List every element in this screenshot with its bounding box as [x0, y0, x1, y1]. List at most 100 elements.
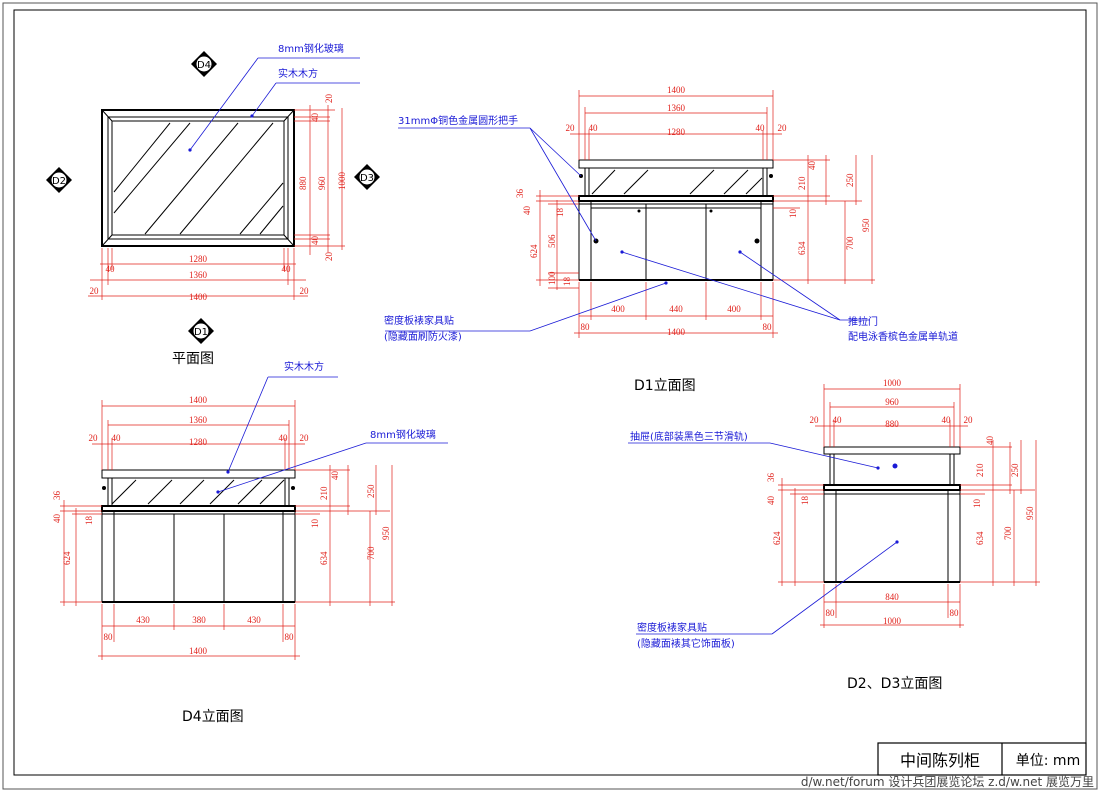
d1-dim-b1400: 1400: [667, 327, 686, 337]
d1-dim-r700: 700: [845, 236, 855, 250]
d4-dim-b430b: 430: [247, 615, 261, 625]
svg-text:D3: D3: [360, 173, 374, 184]
d1-dim-b400b: 400: [727, 304, 741, 314]
d23-note-mdf-hidden: (隐藏面裱其它饰面板): [637, 637, 735, 650]
d23-dim-b80a: 80: [826, 608, 836, 618]
plan-dim-h40a: 40: [310, 113, 320, 123]
d1-dim-l100: 100: [547, 271, 557, 285]
d1-note-handle: 31mmΦ铜色金属圆形把手: [398, 114, 518, 127]
d23-dim-l624: 624: [772, 531, 782, 545]
d1-dim-t1400: 1400: [667, 85, 686, 95]
marker-d3: D3: [354, 164, 380, 190]
d23-dim-l40: 40: [766, 496, 776, 506]
d23-dim-t20a: 20: [810, 415, 820, 425]
marker-d1: D1: [188, 318, 214, 344]
d23-dim-t20b: 20: [964, 415, 974, 425]
d23-dim-r250: 250: [1010, 463, 1020, 477]
d23-dim-t40a: 40: [833, 415, 843, 425]
d4-dim-t1360: 1360: [189, 415, 208, 425]
d4-dim-t1400: 1400: [189, 395, 208, 405]
d4-dim-r950: 950: [381, 526, 391, 540]
d23-dim-b80b: 80: [950, 608, 960, 618]
plan-dim-40a: 40: [106, 264, 116, 274]
d4-dim-r210: 210: [319, 486, 329, 500]
d23-dim-r40: 40: [985, 436, 995, 446]
d4-dim-l624: 624: [62, 551, 72, 565]
d1-dim-b80a: 80: [581, 322, 591, 332]
d23-elevation: 1000 960 20 40 880 40 20 36 40 18 624 40…: [628, 378, 1040, 692]
unit-label: 单位: mm: [1016, 753, 1080, 769]
d1-dim-r210: 210: [797, 176, 807, 190]
d1-dim-l624: 624: [529, 244, 539, 258]
plan-dim-h20a: 20: [324, 94, 334, 104]
d23-dim-b1000: 1000: [883, 616, 902, 626]
d4-dim-t40b: 40: [279, 433, 289, 443]
plan-dim-1360: 1360: [189, 270, 208, 280]
d4-dim-t20b: 20: [300, 433, 310, 443]
d23-dim-r634: 634: [975, 531, 985, 545]
d1-dim-l18b: 18: [562, 277, 572, 287]
plan-dim-h40b: 40: [310, 236, 320, 246]
d4-note-glass: 8mm钢化玻璃: [370, 428, 436, 441]
plan-view: 1280 40 40 1360 20 20 1400 20 40 880 40 …: [46, 42, 380, 367]
plan-dim-40b: 40: [282, 264, 292, 274]
watermark: d/w.net/forum 设计兵团展览论坛 z.d/w.net 展览万里: [801, 774, 1094, 789]
d1-note-mdf-hidden: (隐藏面刷防火漆): [384, 330, 462, 343]
d23-title: D2、D3立面图: [847, 676, 942, 692]
plan-dim-20a: 20: [90, 286, 100, 296]
d23-dim-b840: 840: [885, 592, 899, 602]
d4-title: D4立面图: [182, 709, 244, 725]
plan-dim-h20b: 20: [324, 252, 334, 262]
d23-note-mdf: 密度板裱家具贴: [637, 621, 707, 634]
plan-note-glass: 8mm钢化玻璃: [278, 42, 344, 55]
d23-dim-r10: 10: [972, 499, 982, 509]
d23-dim-t880: 880: [885, 419, 899, 429]
d23-dim-t1000: 1000: [883, 378, 902, 388]
d23-dim-t960: 960: [885, 397, 899, 407]
d1-dim-t20b: 20: [778, 123, 788, 133]
d1-dim-t20a: 20: [566, 123, 576, 133]
d1-dim-b440: 440: [669, 304, 683, 314]
d4-dim-l36: 36: [52, 491, 62, 501]
d1-dim-b400a: 400: [611, 304, 625, 314]
d1-dim-t1360: 1360: [667, 103, 686, 113]
d4-dim-t20a: 20: [89, 433, 99, 443]
d1-note-rail: 配电泳香槟色金属单轨道: [848, 330, 958, 343]
d4-dim-l40: 40: [52, 514, 62, 524]
d1-dim-l40: 40: [522, 206, 532, 216]
d1-dim-l18a: 18: [555, 208, 565, 218]
svg-text:D1: D1: [194, 327, 208, 338]
d4-note-wood: 实木木方: [284, 360, 324, 373]
d4-dim-t1280: 1280: [189, 437, 208, 447]
d4-dim-b80a: 80: [104, 632, 114, 642]
marker-d2: D2: [46, 167, 72, 193]
plan-title: 平面图: [172, 351, 214, 367]
d4-dim-l18: 18: [84, 516, 94, 526]
d1-dim-r634: 634: [797, 241, 807, 255]
d1-dim-t40b: 40: [756, 123, 766, 133]
plan-dim-20b: 20: [300, 286, 310, 296]
d4-dim-r10: 10: [310, 519, 320, 529]
d23-note-drawer: 抽屉(底部装黑色三节滑轨): [630, 430, 748, 443]
d23-dim-l18: 18: [800, 496, 810, 506]
plan-dim-h1000: 1000: [337, 172, 347, 191]
inner-border: [13, 9, 1087, 776]
d1-note-mdf: 密度板裱家具贴: [384, 314, 454, 327]
d1-dim-r250: 250: [845, 173, 855, 187]
d23-dim-r700: 700: [1003, 526, 1013, 540]
d4-dim-r250: 250: [366, 484, 376, 498]
svg-text:D4: D4: [197, 60, 211, 71]
d1-dim-t1280: 1280: [667, 127, 686, 137]
plan-dim-h960: 960: [317, 176, 327, 190]
d4-dim-r700: 700: [366, 546, 376, 560]
d4-dim-b1400: 1400: [189, 646, 208, 656]
d1-note-door: 推拉门: [848, 315, 878, 328]
title-block: 中间陈列柜 单位: mm: [877, 742, 1087, 776]
d1-dim-r950: 950: [861, 218, 871, 232]
d23-dim-l36: 36: [766, 473, 776, 483]
drawing-name: 中间陈列柜: [900, 751, 980, 770]
d1-title: D1立面图: [634, 378, 696, 394]
d1-dim-r10: 10: [788, 209, 798, 219]
